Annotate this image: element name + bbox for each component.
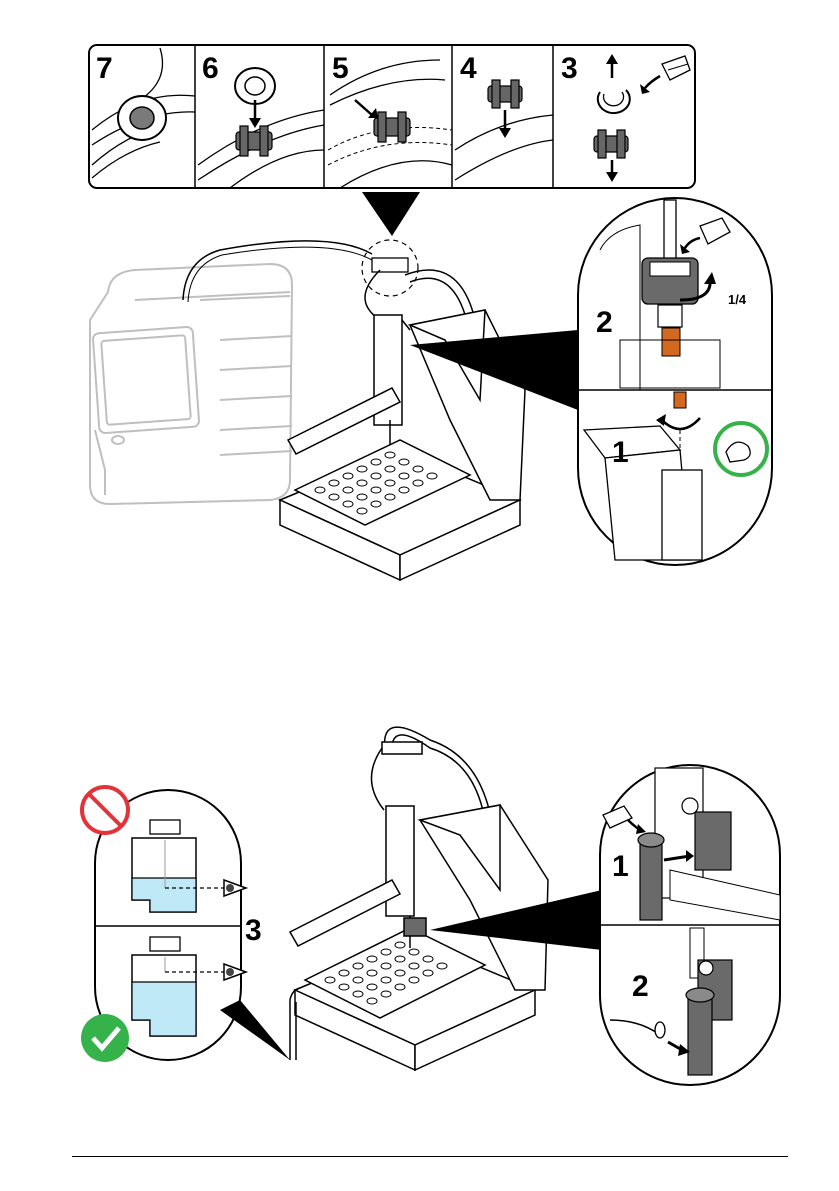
detail-step-2: 2 bbox=[596, 306, 613, 339]
probe-step-2: 2 bbox=[632, 970, 649, 1003]
strip-step-3: 3 bbox=[561, 52, 578, 85]
clip-icon bbox=[372, 258, 408, 272]
strip-step-5: 5 bbox=[332, 52, 349, 85]
rotation-label: 1/4 bbox=[728, 292, 747, 307]
probe-step-1: 1 bbox=[612, 850, 629, 883]
footer-rule bbox=[72, 1156, 788, 1157]
probe-callout bbox=[600, 765, 780, 1085]
detail-step-1: 1 bbox=[612, 436, 629, 469]
top-figure: 7 6 5 4 3 bbox=[0, 0, 839, 600]
strip-step-6: 6 bbox=[202, 52, 219, 85]
check-icon bbox=[81, 1014, 129, 1062]
autosampler bbox=[280, 270, 525, 580]
autosampler bbox=[290, 727, 548, 1070]
pointer-triangle bbox=[362, 192, 420, 236]
bottom-figure: 3 bbox=[0, 720, 839, 1120]
bottle-step-3: 3 bbox=[245, 914, 262, 947]
detail-callout bbox=[578, 198, 772, 565]
zoom-cone bbox=[220, 1000, 290, 1060]
prohibited-icon bbox=[82, 787, 128, 833]
strip-step-7: 7 bbox=[96, 52, 113, 85]
strip-step-4: 4 bbox=[460, 52, 477, 85]
analyzer-instrument bbox=[90, 264, 292, 504]
